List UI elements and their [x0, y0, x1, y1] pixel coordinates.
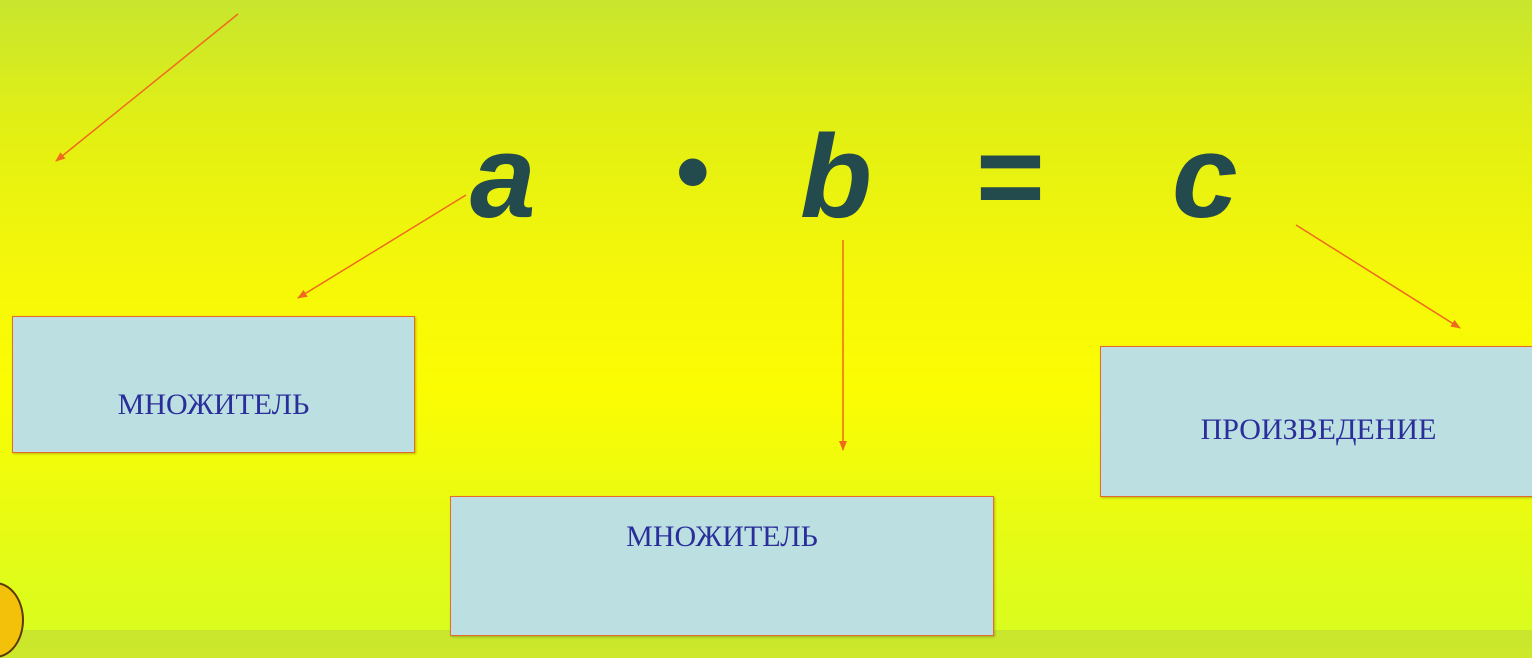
arrow-c-to-product — [1295, 224, 1461, 329]
arrow-a-to-factor — [297, 194, 467, 299]
term-b: b — [800, 111, 873, 243]
equals-operator: = — [976, 111, 1045, 243]
term-c: c — [1172, 111, 1238, 243]
factor-a-label: МНОЖИТЕЛЬ — [117, 388, 310, 421]
arrows-layer — [55, 13, 1461, 451]
term-a: a — [470, 111, 536, 243]
factor-b-label: МНОЖИТЕЛЬ — [626, 520, 818, 553]
factor-b-box: МНОЖИТЕЛЬ — [450, 496, 994, 636]
product-label: ПРОИЗВЕДЕНИЕ — [1200, 413, 1437, 446]
stray-arrow — [55, 13, 239, 162]
product-box: ПРОИЗВЕДЕНИЕ — [1100, 346, 1532, 497]
factor-a-box: МНОЖИТЕЛЬ — [12, 316, 415, 453]
multiply-operator: • — [676, 118, 710, 225]
